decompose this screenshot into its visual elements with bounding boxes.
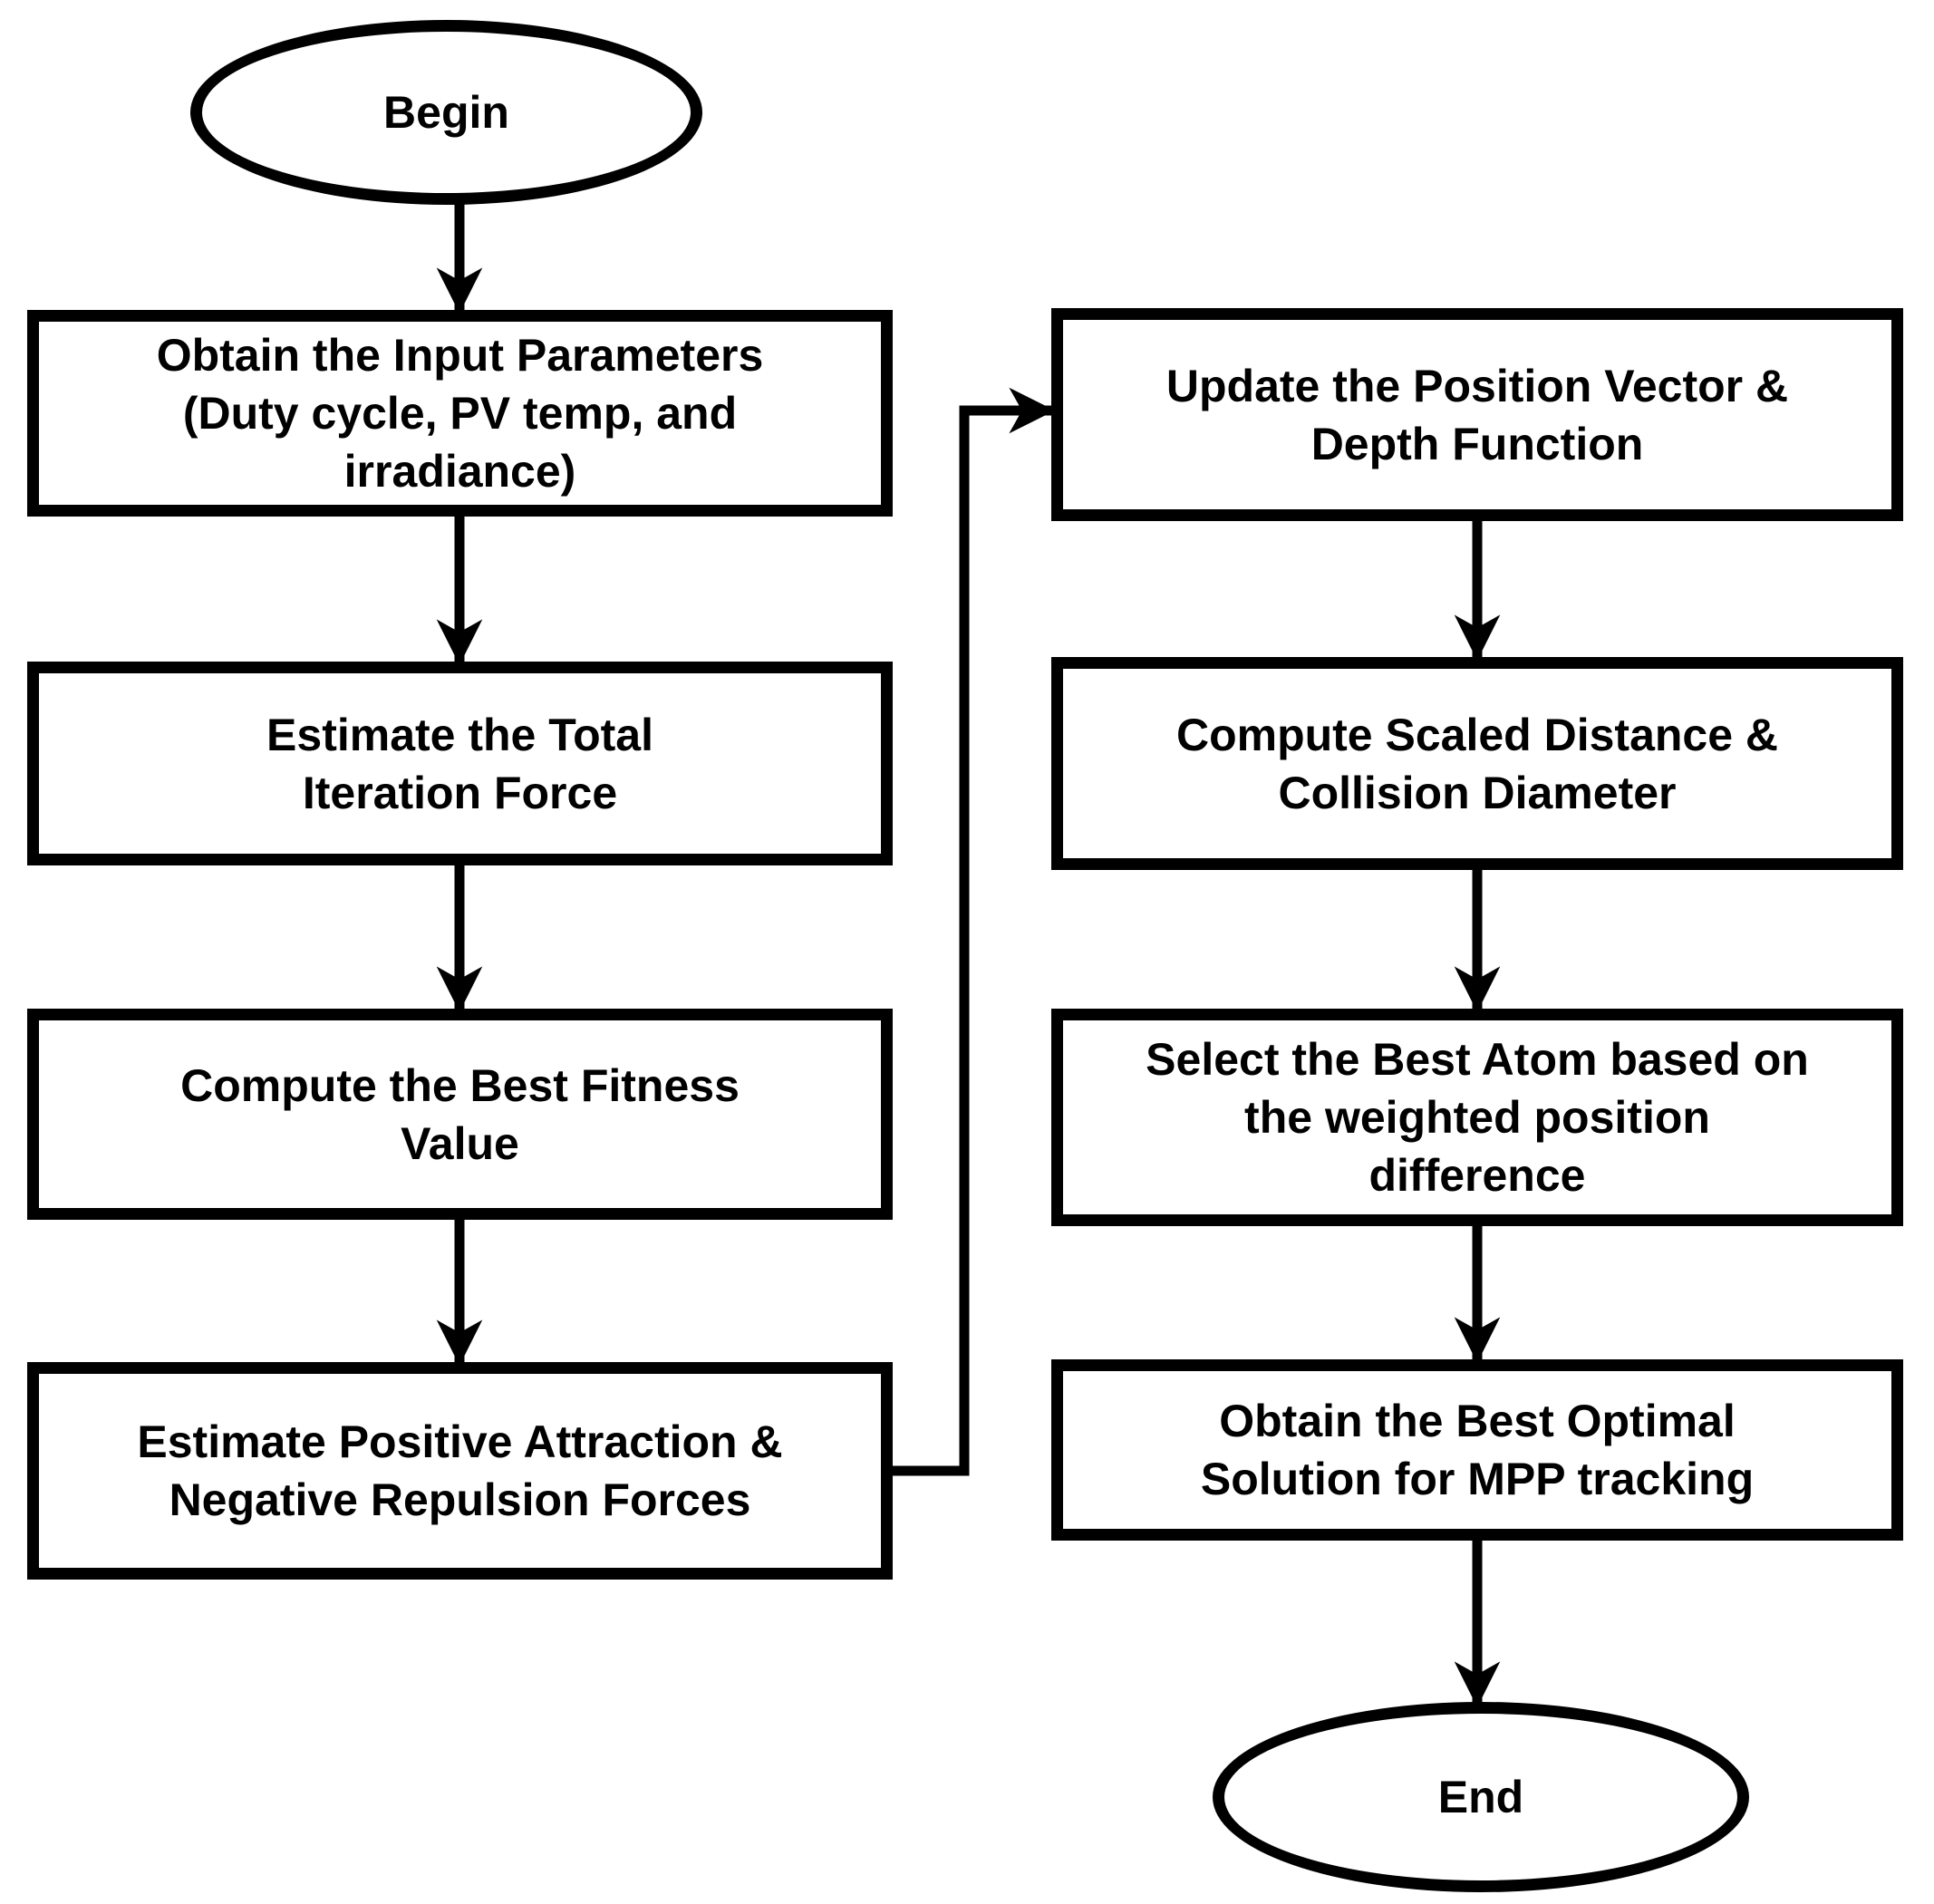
process-obtain-input-parameters-label: Obtain the Input Parameters (Duty cycle,…: [156, 330, 764, 497]
process-update-position-vector-depth-function-label: Update the Position Vector & Depth Funct…: [1165, 360, 1789, 469]
process-obtain-input-parameters: Obtain the Input Parameters (Duty cycle,…: [27, 310, 893, 517]
process-estimate-total-iteration-force: Estimate the Total Iteration Force: [27, 662, 893, 865]
begin-label: Begin: [383, 87, 509, 138]
end-label: End: [1437, 1772, 1524, 1822]
end-terminator: End: [1213, 1702, 1749, 1892]
process-compute-best-fitness-value-label: Compute the Best Fitness Value: [180, 1059, 740, 1169]
process-select-best-atom: Select the Best Atom based on the weight…: [1051, 1009, 1903, 1226]
process-compute-best-fitness-value: Compute the Best Fitness Value: [27, 1009, 893, 1220]
process-compute-scaled-distance-collision-diameter-label: Compute Scaled Distance & Collision Diam…: [1175, 709, 1779, 818]
process-estimate-attraction-repulsion-forces: Estimate Positive Attraction & Negative …: [27, 1362, 893, 1580]
process-estimate-total-iteration-force-label: Estimate the Total Iteration Force: [266, 709, 653, 818]
arrow-estimate-attraction-to-update-position: [889, 387, 1055, 1476]
process-compute-scaled-distance-collision-diameter: Compute Scaled Distance & Collision Diam…: [1051, 657, 1903, 870]
process-select-best-atom-label: Select the Best Atom based on the weight…: [1146, 1034, 1809, 1201]
process-obtain-best-optimal-solution: Obtain the Best Optimal Solution for MPP…: [1051, 1359, 1903, 1541]
begin-terminator: Begin: [190, 20, 702, 205]
process-estimate-attraction-repulsion-forces-label: Estimate Positive Attraction & Negative …: [137, 1416, 783, 1525]
process-update-position-vector-depth-function: Update the Position Vector & Depth Funct…: [1051, 308, 1903, 521]
process-obtain-best-optimal-solution-label: Obtain the Best Optimal Solution for MPP…: [1200, 1396, 1755, 1504]
